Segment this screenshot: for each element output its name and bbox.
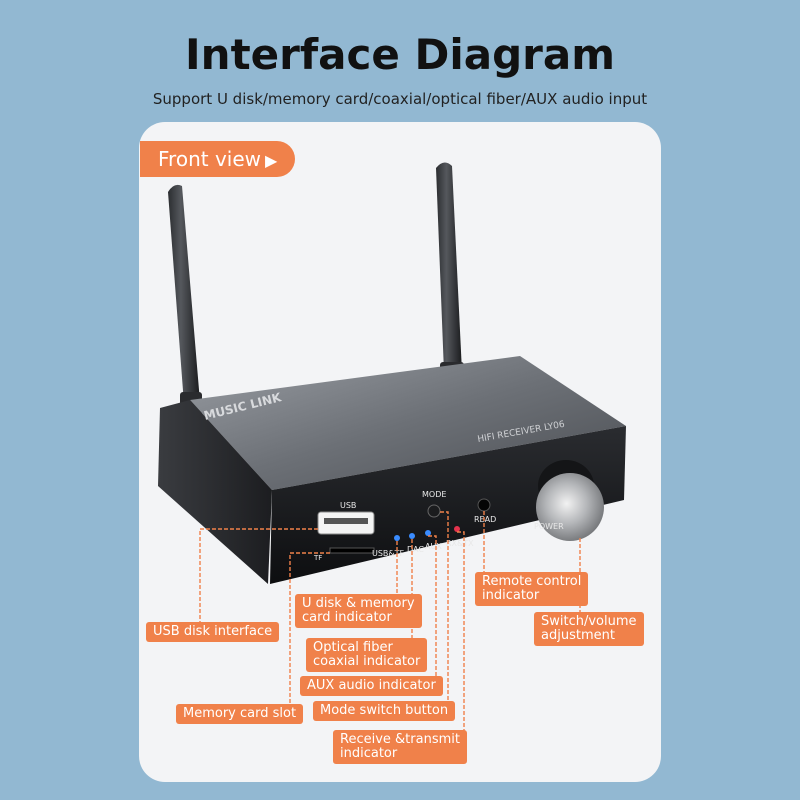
callout-usb-disk-interface: USB disk interface xyxy=(146,622,280,642)
tf-card-slot[interactable] xyxy=(329,547,375,554)
device-side-panel xyxy=(158,400,272,584)
aux-led-label: AUX xyxy=(425,542,442,551)
power-label: POWER xyxy=(534,522,564,531)
tf-slot-label: TF xyxy=(313,554,322,562)
callout-switch-volume-adjustment: Switch/volume adjustment xyxy=(534,612,644,646)
usb-port-label: USB xyxy=(340,501,356,510)
callout-u-disk-line1: U disk & memory xyxy=(302,596,415,611)
callout-switch-line1: Switch/volume xyxy=(541,614,637,629)
callout-receive-transmit-indicator: Receive &transmit indicator xyxy=(333,730,467,764)
device-top-panel xyxy=(190,356,626,490)
device-front-panel xyxy=(270,426,626,584)
play-arrow-icon: ▶ xyxy=(265,151,278,170)
page-title: Interface Diagram xyxy=(185,30,615,79)
callout-leader-lines xyxy=(199,511,581,738)
aux-led xyxy=(425,530,431,536)
front-view-label: Front view xyxy=(158,147,261,171)
usb-tf-led xyxy=(394,535,400,541)
callout-receive-line1: Receive &transmit xyxy=(340,732,460,747)
callout-u-disk-line2: card indicator xyxy=(302,610,392,625)
right-antenna xyxy=(436,162,464,388)
callout-switch-line2: adjustment xyxy=(541,628,615,643)
callout-remote-line2: indicator xyxy=(482,588,540,603)
callout-remote-line1: Remote control xyxy=(482,574,582,589)
callout-u-disk-indicator: U disk & memory card indicator xyxy=(295,594,422,628)
rx-tx-led xyxy=(454,526,460,532)
callout-memory-card-slot: Memory card slot xyxy=(176,704,304,724)
callout-optical-coaxial-indicator: Optical fiber coaxial indicator xyxy=(306,638,428,672)
callout-receive-line2: indicator xyxy=(340,746,398,761)
remote-receiver xyxy=(477,498,491,512)
usb-tf-led-label: USB&TF xyxy=(372,549,405,558)
dac-led xyxy=(409,533,415,539)
callout-aux-audio-indicator: AUX audio indicator xyxy=(300,676,443,696)
volume-knob[interactable] xyxy=(536,473,604,541)
callout-mode-switch-button: Mode switch button xyxy=(313,701,456,721)
rx-tx-led-label: RX&TX xyxy=(446,539,474,548)
mode-button[interactable] xyxy=(427,504,441,518)
mode-button-label: MODE xyxy=(422,490,446,499)
page-subtitle: Support U disk/memory card/coaxial/optic… xyxy=(152,90,648,108)
read-label: READ xyxy=(474,515,496,524)
callout-remote-control-indicator: Remote control indicator xyxy=(475,572,589,606)
dac-led-label: DAC xyxy=(407,545,424,554)
front-view-tag: Front view▶ xyxy=(140,141,296,177)
left-antenna xyxy=(168,184,202,418)
callout-optical-line1: Optical fiber xyxy=(313,640,393,655)
callout-optical-line2: coaxial indicator xyxy=(313,654,421,669)
